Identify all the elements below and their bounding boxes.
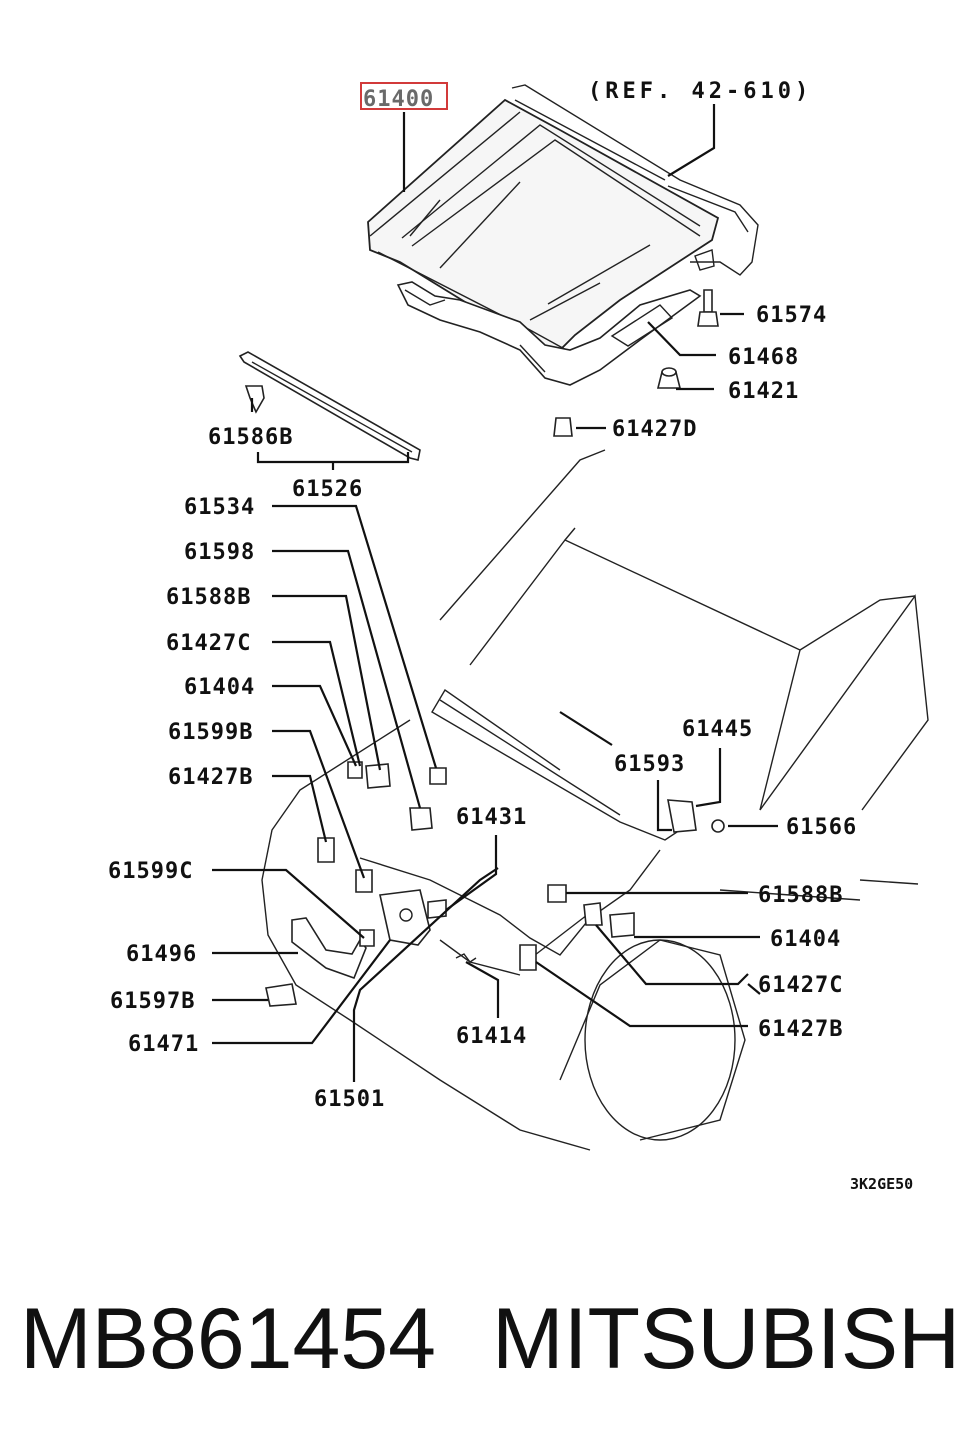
callout-61404-left: 61404 [184, 675, 255, 700]
callout-61400: 61400 [363, 87, 434, 112]
callout-61526: 61526 [292, 477, 363, 502]
callout-61588B-right: 61588B [758, 883, 843, 908]
hood-latch-parts [265, 761, 725, 1007]
hood-panel [367, 84, 759, 386]
callout-61414: 61414 [456, 1024, 527, 1049]
callout-61501: 61501 [314, 1087, 385, 1112]
leader-lines [212, 104, 778, 1082]
callout-61445: 61445 [682, 717, 753, 742]
callout-61599C: 61599C [108, 859, 193, 884]
callout-61427D: 61427D [612, 417, 697, 442]
hood-small-parts [244, 289, 719, 437]
callout-61427C-right: 61427C [758, 973, 843, 998]
callout-61598: 61598 [184, 540, 255, 565]
main-part-highlight: 61400 [360, 82, 448, 112]
callout-61471: 61471 [128, 1032, 199, 1057]
callout-61427B-left: 61427B [168, 765, 253, 790]
brand-name: MITSUBISHI [492, 1291, 960, 1387]
hood-weatherstrip [238, 351, 421, 461]
highlight-box [360, 82, 448, 110]
callout-61597B: 61597B [110, 989, 195, 1014]
callout-61566: 61566 [786, 815, 857, 840]
reference-label: (REF. 42-610) [588, 79, 812, 104]
callout-61586B: 61586B [208, 425, 293, 450]
callout-61427B-right: 61427B [758, 1017, 843, 1042]
drawing-code: 3K2GE50 [850, 1175, 913, 1193]
part-number: MB861454 [20, 1291, 436, 1387]
callout-61421: 61421 [728, 379, 799, 404]
callout-61574: 61574 [756, 303, 827, 328]
vehicle-body-outline [261, 449, 929, 1151]
callout-61468: 61468 [728, 345, 799, 370]
callout-61593: 61593 [614, 752, 685, 777]
callout-61431: 61431 [456, 805, 527, 830]
callout-61599B: 61599B [168, 720, 253, 745]
callout-61534: 61534 [184, 495, 255, 520]
part-caption: MB861454 MITSUBISHI [0, 1290, 960, 1400]
callout-61496: 61496 [126, 942, 197, 967]
callout-61588B-left: 61588B [166, 585, 251, 610]
callout-61404-right: 61404 [770, 927, 841, 952]
callout-61427C-left: 61427C [166, 631, 251, 656]
